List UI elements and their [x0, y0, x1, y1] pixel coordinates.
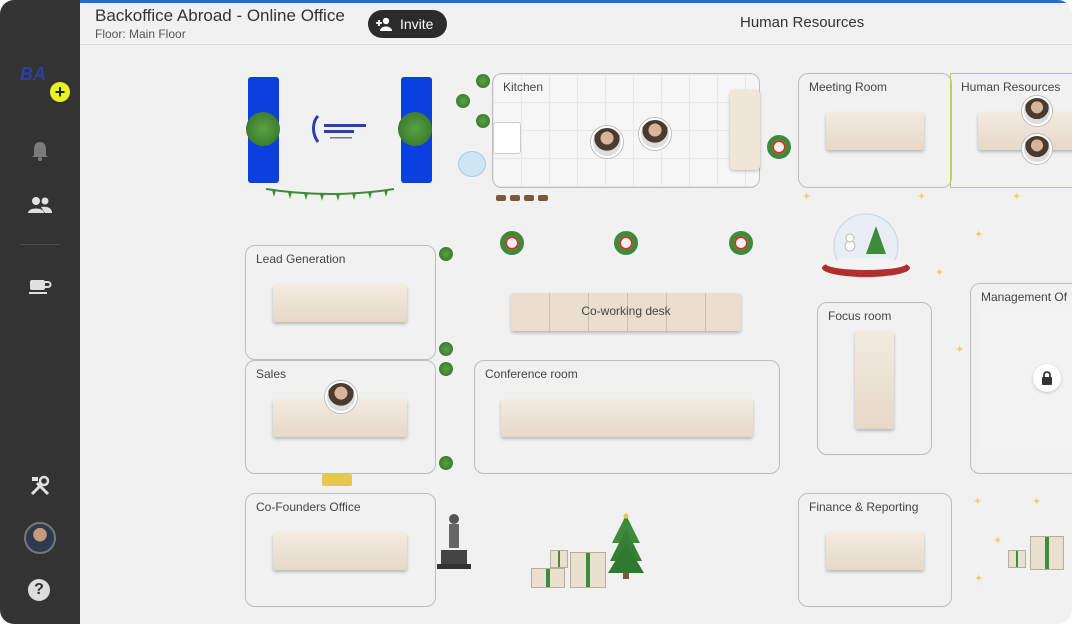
add-person-icon [376, 17, 392, 31]
lock-icon[interactable] [1033, 364, 1061, 392]
tools-icon[interactable] [22, 472, 58, 500]
user-avatar-hr-1[interactable] [1022, 96, 1052, 126]
room-management-office[interactable]: Management Of [970, 283, 1072, 474]
plant-icon [398, 112, 432, 146]
plant-icon [439, 362, 453, 376]
app-logo[interactable]: BA + [20, 62, 70, 102]
star-icon: ✦ [802, 191, 812, 203]
top-accent-line [80, 0, 1072, 3]
room-label-sales: Sales [256, 367, 287, 381]
help-icon[interactable]: ? [28, 579, 50, 601]
room-label-cofounders-office: Co-Founders Office [256, 500, 361, 514]
user-avatar-kitchen-2[interactable] [639, 118, 671, 150]
invite-button[interactable]: Invite [368, 10, 447, 38]
room-meeting-room[interactable]: Meeting Room [798, 73, 952, 188]
star-icon: ✦ [974, 573, 984, 585]
kitchen-counter [730, 90, 760, 170]
star-icon: ✦ [917, 191, 927, 203]
star-icon: ✦ [973, 496, 983, 508]
company-logo [310, 112, 372, 146]
room-kitchen[interactable]: Kitchen [492, 73, 760, 188]
user-avatar-hr-2[interactable] [1022, 134, 1052, 164]
star-icon: ✦ [1012, 191, 1022, 203]
room-label-focus-room: Focus room [828, 309, 892, 323]
focus-desk [855, 331, 894, 429]
star-icon: ✦ [993, 535, 1003, 547]
plant-icon [476, 74, 490, 88]
wreath-icon [500, 231, 524, 255]
room-lead-generation[interactable]: Lead Generation [245, 245, 436, 360]
plant-icon [439, 247, 453, 261]
gift-icon [1030, 536, 1064, 570]
room-human-resources[interactable]: Human Resources [950, 73, 1072, 188]
finance-desk [826, 532, 924, 570]
plant-icon [439, 456, 453, 470]
gift-icon [1008, 550, 1026, 568]
room-label-kitchen: Kitchen [503, 80, 544, 94]
room-sales[interactable]: Sales [245, 360, 436, 474]
current-room-title: Human Resources [740, 14, 865, 31]
food-plate-icon [458, 151, 486, 177]
garland [265, 187, 395, 201]
gift-icon [550, 550, 568, 568]
coworking-desk[interactable]: Co-working desk [511, 293, 741, 331]
room-label-management-office: Management Of [981, 290, 1068, 304]
cofounders-desk [273, 532, 407, 570]
meeting-table [826, 112, 924, 150]
user-avatar[interactable] [24, 522, 56, 554]
wreath-icon [729, 231, 753, 255]
user-avatar-kitchen-1[interactable] [591, 126, 623, 158]
room-label-human-resources: Human Resources [961, 80, 1061, 94]
room-label-lead-generation: Lead Generation [256, 252, 346, 266]
people-icon[interactable] [22, 191, 58, 219]
plant-icon [246, 112, 280, 146]
room-focus-room[interactable]: Focus room [817, 302, 932, 455]
room-conference-room[interactable]: Conference room [474, 360, 780, 474]
wreath-icon [614, 231, 638, 255]
coffee-icon[interactable] [22, 272, 58, 300]
add-icon[interactable]: + [50, 82, 70, 102]
lead-generation-desk [273, 284, 407, 322]
floor-label: Floor: Main Floor [95, 27, 186, 41]
plant-icon [456, 94, 470, 108]
invite-label: Invite [400, 16, 434, 32]
room-label-meeting-room: Meeting Room [809, 80, 888, 94]
star-icon: ✦ [955, 344, 965, 356]
star-icon: ✦ [974, 229, 984, 241]
gift-icon [570, 552, 606, 588]
page-title: Backoffice Abroad - Online Office [95, 6, 345, 25]
snow-globe [820, 210, 912, 279]
sidebar: BA + ? [0, 0, 80, 624]
user-avatar-sales[interactable] [325, 381, 357, 413]
star-icon: ✦ [935, 267, 945, 279]
plant-icon [439, 342, 453, 356]
logo-text: BA [20, 64, 46, 84]
conference-table [501, 399, 753, 437]
room-finance-reporting[interactable]: Finance & Reporting [798, 493, 952, 607]
stools [496, 189, 548, 201]
gift-icon [531, 568, 565, 588]
header-divider [80, 44, 1072, 45]
coworking-desk-label: Co-working desk [581, 304, 671, 318]
room-label-finance-reporting: Finance & Reporting [809, 500, 919, 514]
sidebar-divider [20, 244, 60, 245]
statue-icon [437, 512, 471, 570]
room-cofounders-office[interactable]: Co-Founders Office [245, 493, 436, 607]
sink-icon [493, 122, 521, 154]
star-icon: ✦ [1032, 496, 1042, 508]
christmas-tree-icon [608, 513, 644, 579]
room-label-conference-room: Conference room [485, 367, 578, 381]
wreath-icon [767, 135, 791, 159]
trophy-icon [322, 474, 352, 486]
plant-icon [476, 114, 490, 128]
bell-icon[interactable] [22, 137, 58, 165]
